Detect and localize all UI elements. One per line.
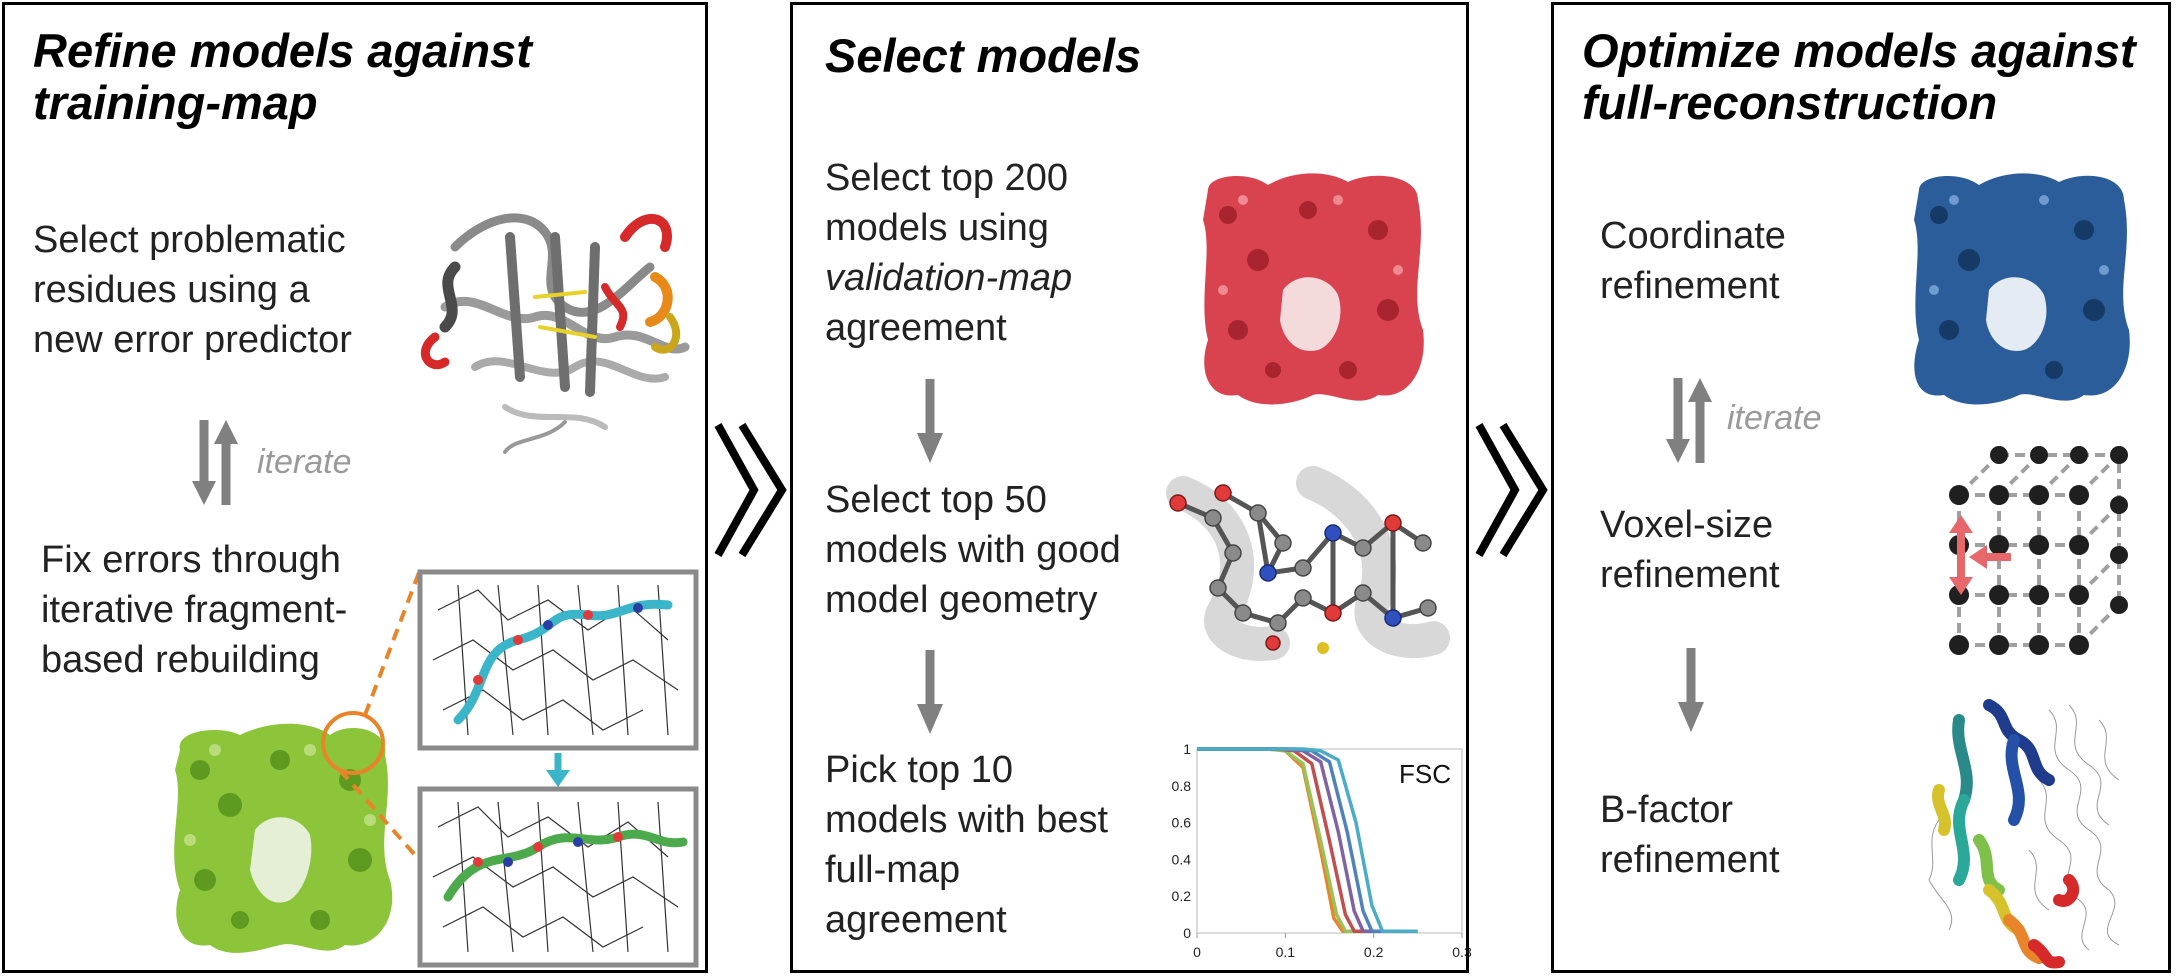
protein-cartoon-image [420, 213, 690, 454]
rebuild-down-arrow-icon [546, 753, 570, 787]
red-density-map-image [1203, 173, 1424, 405]
panel-title-select: Select models [825, 29, 1142, 82]
ribbon-model-image [1928, 699, 2120, 969]
y-tick-label: 1 [1183, 741, 1191, 757]
x-tick-label: 0.2 [1364, 944, 1384, 960]
rebuild-before-image [417, 569, 699, 751]
panel-title-optimize: Optimize models against full-reconstruct… [1582, 24, 2136, 129]
y-tick-label: 0.6 [1172, 815, 1192, 831]
y-tick-label: 0.4 [1172, 851, 1192, 867]
down-arrow-icon-2 [917, 650, 943, 734]
x-tick-label: 0 [1193, 944, 1201, 960]
y-tick-label: 0.2 [1172, 888, 1192, 904]
green-density-map-image [174, 723, 393, 953]
x-tick-label: 0.1 [1276, 944, 1296, 960]
down-arrow-icon-1 [917, 379, 943, 463]
step-select-residues: Select problematic residues using a new … [33, 219, 352, 361]
blue-density-map-image [1914, 173, 2130, 405]
step-b-factor-refinement: B-factor refinement [1600, 789, 1780, 881]
iterate-arrows-icon-2 [1666, 378, 1712, 463]
y-tick-label: 0 [1183, 925, 1191, 941]
step-voxel-size-refinement: Voxel-size refinement [1600, 504, 1780, 596]
iterate-label: iterate [257, 443, 352, 481]
zoom-highlight-circle [321, 569, 422, 857]
voxel-lattice-image [1949, 446, 2128, 655]
step-select-top-50: Select top 50 models with good model geo… [825, 479, 1121, 621]
panel-select: Select models Select top 200 models usin… [790, 2, 1472, 973]
step-select-top-200: Select top 200 models using validation-m… [825, 157, 1073, 349]
fsc-chart: 0 0.2 0.4 0.6 0.8 1 0 0.1 0.2 0.3 FSC [1172, 741, 1472, 960]
panel-title-refine: Refine models against training-map [33, 24, 532, 129]
iterate-label-2: iterate [1727, 399, 1822, 437]
panel-optimize: Optimize models against full-reconstruct… [1551, 2, 2171, 973]
chart-legend-text: FSC [1399, 759, 1451, 789]
step-fix-errors: Fix errors through iterative fragment- b… [41, 539, 348, 681]
step-pick-top-10: Pick top 10 models with best full-map ag… [825, 749, 1109, 941]
iterate-arrows-icon [192, 420, 238, 505]
ball-and-stick-model-image [1166, 466, 1450, 661]
chevron-right-icon-2 [1475, 422, 1548, 558]
y-tick-label: 0.8 [1172, 778, 1192, 794]
panel-refine: Refine models against training-map Selec… [2, 2, 708, 973]
fsc-series-line-6 [1197, 747, 1418, 933]
chevron-right-icon [714, 422, 787, 558]
step-coordinate-refinement: Coordinate refinement [1600, 215, 1786, 307]
down-arrow-icon-3 [1678, 648, 1704, 732]
x-tick-label: 0.3 [1452, 944, 1472, 960]
rebuild-after-image [417, 786, 699, 968]
